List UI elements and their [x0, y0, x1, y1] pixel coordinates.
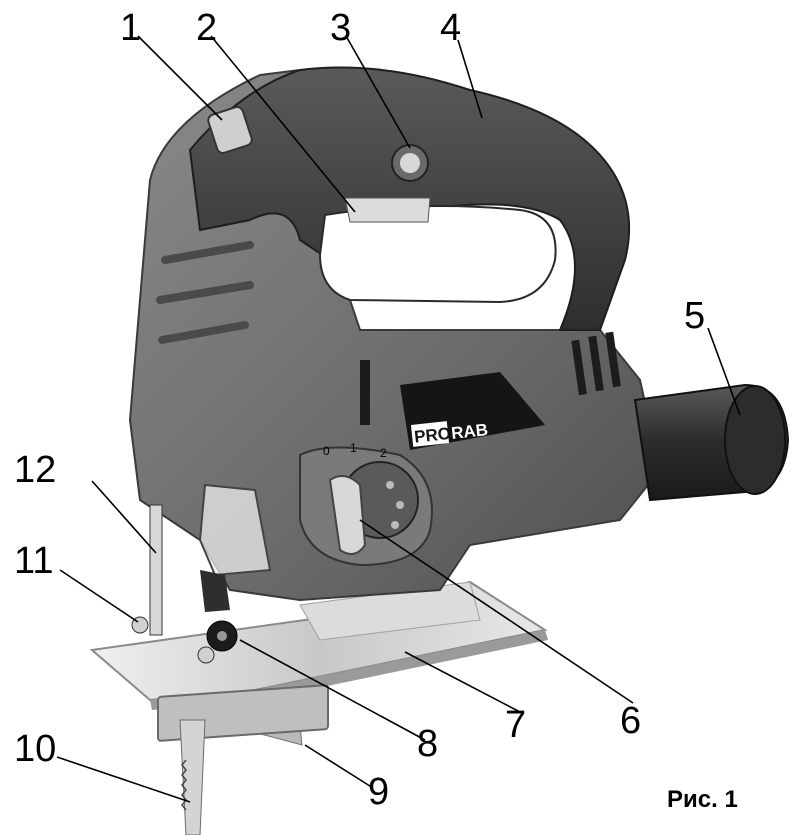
- callout-7: 7: [505, 704, 526, 746]
- blade-clamp: [200, 570, 238, 652]
- blade-guard: [198, 483, 272, 577]
- saw-blade: [179, 719, 206, 835]
- dial-mark-1: 1: [350, 441, 357, 455]
- callout-11: 11: [14, 540, 53, 582]
- brand-logo-left: PRO: [413, 424, 452, 447]
- callout-12: 12: [14, 449, 56, 491]
- callout-3: 3: [330, 7, 351, 49]
- callout-4: 4: [440, 7, 461, 49]
- callout-2: 2: [196, 7, 217, 49]
- figure-caption: Рис. 1: [667, 786, 738, 813]
- dial-mark-0: 0: [323, 444, 330, 458]
- dial-mark-2: 2: [380, 446, 387, 460]
- callout-8: 8: [417, 723, 438, 765]
- blower-tube: [149, 504, 163, 636]
- callout-10: 10: [14, 728, 56, 770]
- pendulum-switch: 0 1 2: [299, 441, 433, 567]
- brand-logo: PRO RAB ®: [400, 372, 545, 450]
- handle: [188, 66, 631, 331]
- dust-extraction-tube: [633, 383, 790, 502]
- callout-5: 5: [684, 295, 705, 337]
- brand-logo-right: RAB: [450, 420, 489, 443]
- base-plate: [89, 580, 548, 710]
- callout-1: 1: [120, 7, 141, 49]
- callout-9: 9: [368, 771, 389, 813]
- brand-logo-mark: ®: [508, 404, 517, 418]
- callout-6: 6: [620, 700, 641, 742]
- leader-lines: [56, 35, 741, 803]
